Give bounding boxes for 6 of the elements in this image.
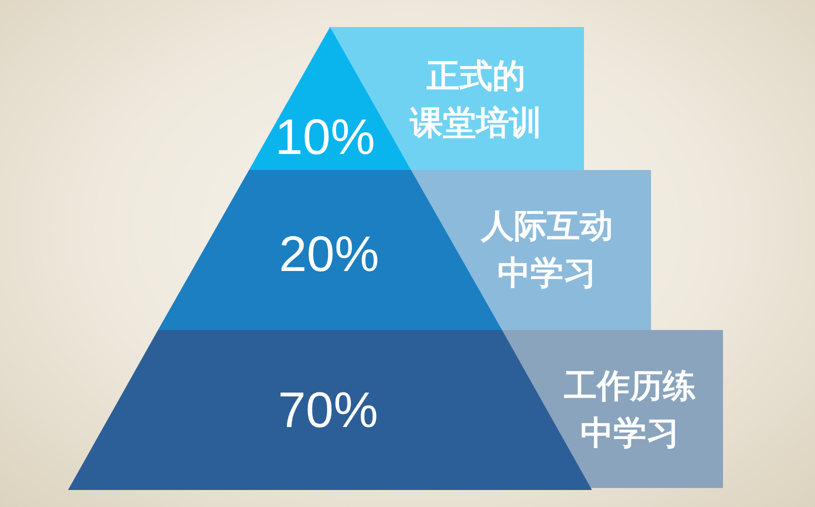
percentage-label: 10% xyxy=(274,112,376,162)
panel-text: 工作历练中学习 xyxy=(563,365,697,454)
panel-text: 人际互动中学习 xyxy=(480,205,614,294)
panel-text: 正式的课堂培训 xyxy=(408,55,543,144)
percentage-label: 20% xyxy=(278,229,380,279)
percentage-label: 70% xyxy=(278,385,378,435)
